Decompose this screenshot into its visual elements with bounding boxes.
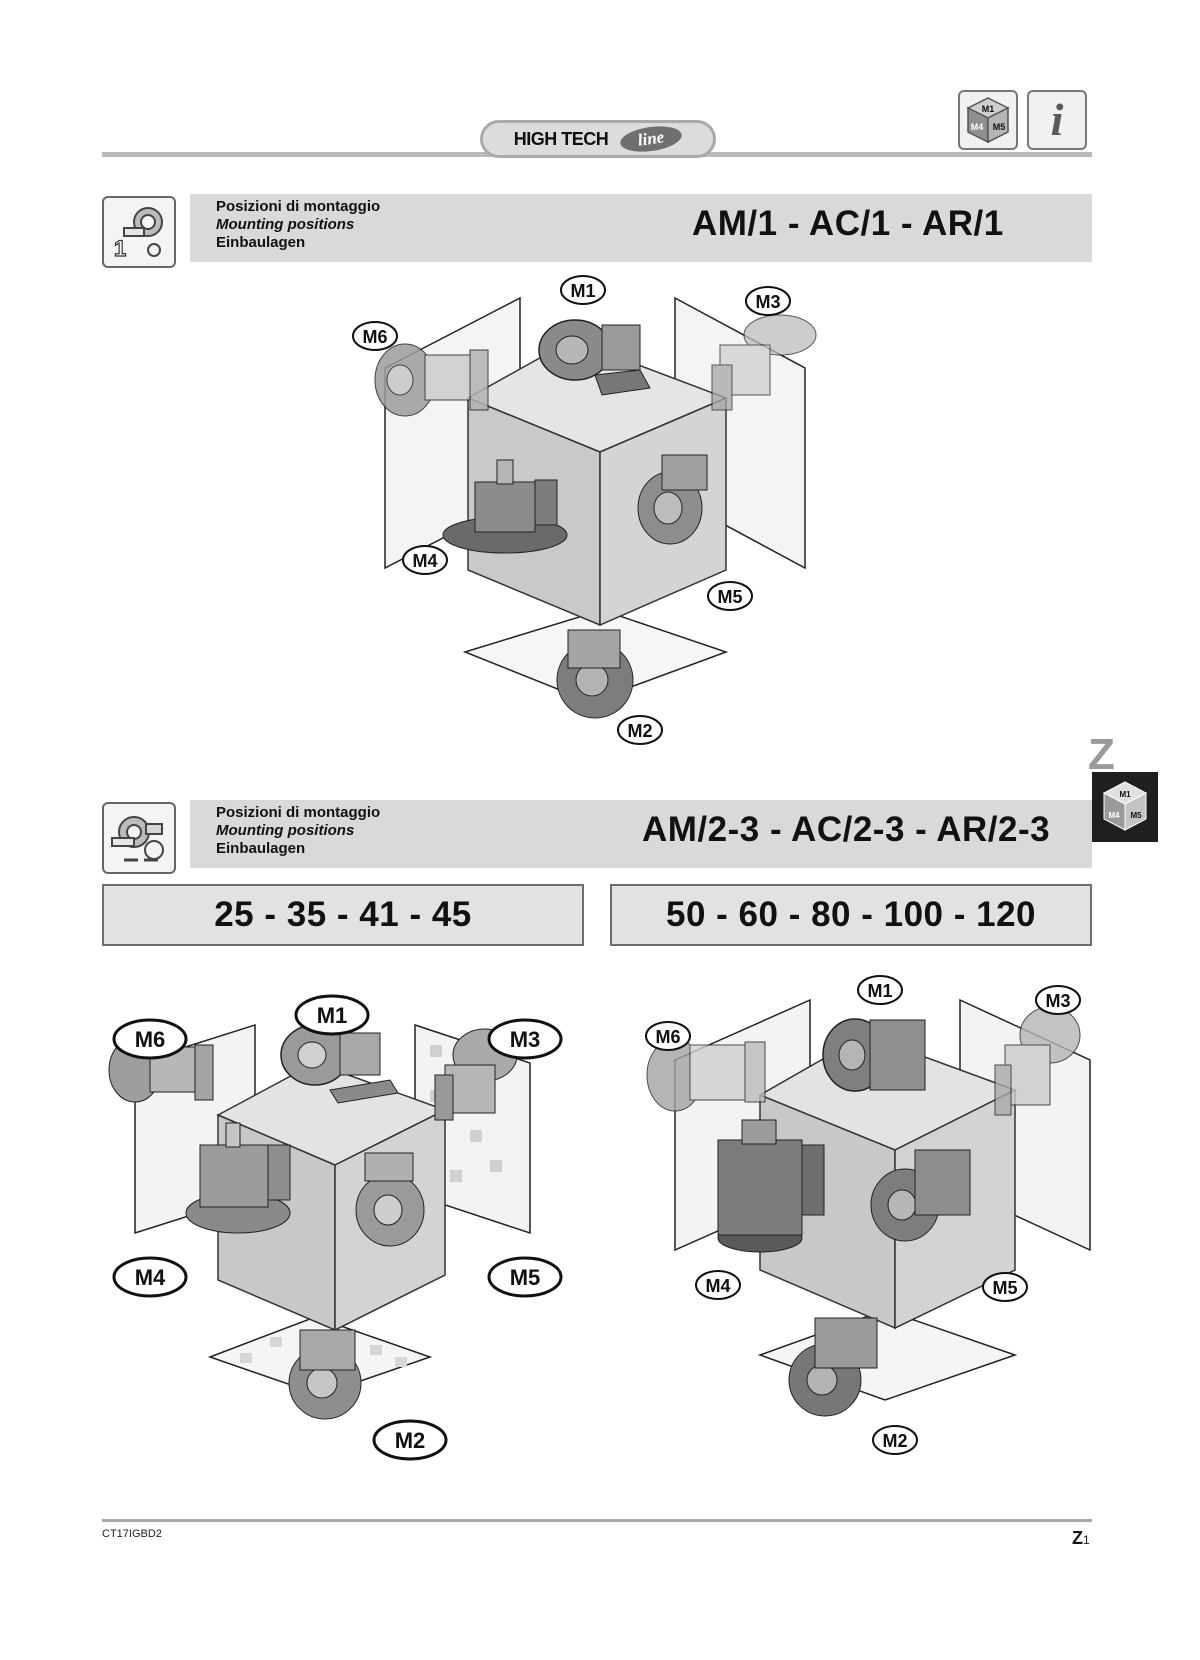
mounting-diagram-1: M1 M3 M6 M4 M5 M2 [352,275,817,745]
gearbox-m3 [994,1006,1081,1116]
side-tab-cube-icon: M1 M4 M5 [1102,781,1148,831]
section1-icon-number: 1 [114,236,126,261]
position-label-m2: M2 [617,715,663,745]
section2-title: AM/2-3 - AC/2-3 - AR/2-3 [642,810,1051,849]
svg-text:M3: M3 [755,292,780,312]
page-digit: 1 [1083,1533,1090,1547]
gearbox-m5 [870,1149,971,1242]
gearbox-m3 [711,314,817,411]
gearbox-m1 [822,1018,926,1092]
panel-m2-checker [240,1337,407,1367]
side-tab[interactable]: M1 M4 M5 [1092,772,1158,842]
svg-text:M1: M1 [317,1003,348,1028]
position-label-m3: M3 [487,1018,563,1060]
svg-text:M2: M2 [627,721,652,741]
svg-text:M2: M2 [882,1431,907,1451]
mounting-cube-icon: M1 M4 M5 [966,97,1010,144]
svg-text:M6: M6 [135,1027,166,1052]
section1-icon: 1 [102,196,176,268]
section1-title-band: Posizioni di montaggio Mounting position… [190,194,1092,262]
svg-text:M6: M6 [655,1027,680,1047]
side-cube-label-m5: M5 [1130,811,1142,820]
svg-text:M1: M1 [867,981,892,1001]
label-german: Einbaulagen [216,840,306,857]
position-label-m5: M5 [707,581,753,611]
cube-label-m1: M1 [982,104,995,114]
brand-text: HIGH TECH [513,128,609,149]
position-label-m4: M4 [695,1270,741,1300]
position-label-m1: M1 [294,994,370,1036]
svg-text:M2: M2 [395,1428,426,1453]
mounting-diagram-large-sizes: M1 M3 M6 M4 M5 M2 [645,975,1091,1455]
size-range-small: 25 - 35 - 41 - 45 [102,884,584,946]
gearbox-m1 [280,1024,399,1104]
document-code: CT17IGBD2 [102,1528,162,1540]
section1-labels: Posizioni di montaggio Mounting position… [216,198,380,252]
position-label-m1: M1 [560,275,606,305]
position-label-m4: M4 [402,545,448,575]
cube-label-m4: M4 [971,122,984,132]
position-label-m1: M1 [857,975,903,1005]
gearbox-m6 [646,1038,766,1112]
gearbox-double-shaft-icon [111,816,164,862]
svg-text:M3: M3 [1045,991,1070,1011]
svg-text:M4: M4 [135,1265,166,1290]
gearbox-m4 [185,1122,291,1234]
gearbox-m2 [556,629,634,719]
gearbox-m5 [355,1152,425,1247]
gearbox-m6 [108,1037,214,1103]
svg-text:M5: M5 [510,1265,541,1290]
gearbox-m5 [637,454,708,545]
cube-label-m5: M5 [993,122,1006,132]
section2-title-band: Posizioni di montaggio Mounting position… [190,800,1092,868]
brand-logo: line [618,122,684,156]
position-label-m5: M5 [982,1272,1028,1302]
label-english: Mounting positions [216,216,355,233]
side-cube-label-m1: M1 [1119,790,1131,799]
svg-text:M4: M4 [705,1276,730,1296]
section2-labels: Posizioni di montaggio Mounting position… [216,804,380,858]
mounting-diagram-small-sizes: M1 M3 M6 M4 M5 M2 [108,994,563,1461]
gearbox-m2 [788,1317,878,1417]
side-cube-label-m4: M4 [1108,811,1120,820]
position-label-m3: M3 [745,286,791,316]
gearbox-m1 [538,319,651,396]
page-letter: Z [1072,1528,1083,1548]
svg-text:M4: M4 [412,551,437,571]
gearbox-m4 [442,459,568,554]
position-label-m5: M5 [487,1256,563,1298]
label-german: Einbaulagen [216,234,306,251]
position-label-m4: M4 [112,1256,188,1298]
svg-text:M6: M6 [362,327,387,347]
label-italian: Posizioni di montaggio [216,804,381,821]
brand-badge: HIGH TECH line [480,120,716,158]
gearbox-m6 [374,343,489,417]
section2-icon [102,802,176,874]
position-label-m6: M6 [352,321,398,351]
page-number: Z1 [1072,1528,1090,1549]
mounting-positions-icon[interactable]: M1 M4 M5 [958,90,1018,150]
label-english: Mounting positions [216,822,355,839]
info-icon[interactable]: i [1027,90,1087,150]
position-label-m6: M6 [112,1018,188,1060]
size-range-large: 50 - 60 - 80 - 100 - 120 [610,884,1092,946]
position-label-m3: M3 [1035,985,1081,1015]
svg-text:M3: M3 [510,1027,541,1052]
position-label-m2: M2 [872,1425,918,1455]
side-tab-letter: Z [1088,730,1115,779]
footer-rule [102,1519,1092,1522]
gearbox-shaft-icon: 1 [113,207,163,262]
info-glyph: i [1050,94,1064,145]
gearbox-m4 [717,1119,825,1253]
svg-text:M5: M5 [717,587,742,607]
svg-text:M1: M1 [570,281,595,301]
gearbox-m2 [288,1329,362,1420]
svg-text:M5: M5 [992,1278,1017,1298]
label-italian: Posizioni di montaggio [216,198,381,215]
position-label-m2: M2 [372,1419,448,1461]
section1-title: AM/1 - AC/1 - AR/1 [692,204,1004,243]
position-label-m6: M6 [645,1021,691,1051]
